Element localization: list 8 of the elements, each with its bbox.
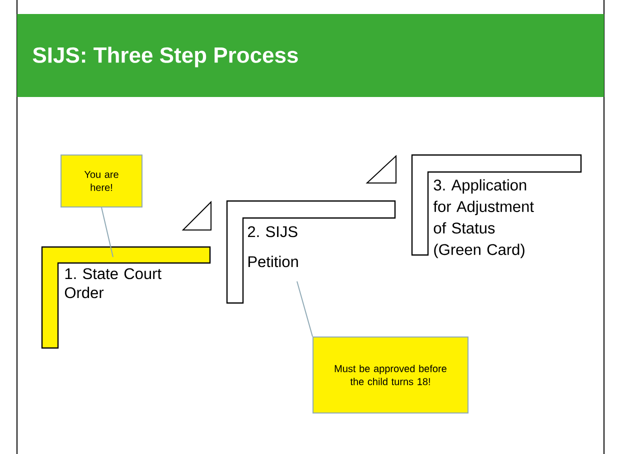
callout-box: Must be approved before the child turns 18! (312, 336, 468, 414)
step-box: 3. Application for Adjustment of Status (Green Card) (411, 154, 582, 258)
leader-line (296, 280, 313, 337)
callout-box: You are here! (60, 154, 142, 208)
step-box: 2. SIJS Petition (226, 200, 396, 304)
title: SIJS: Three Step Process (32, 46, 298, 68)
step-box: 1. State Court Order (41, 246, 211, 349)
leader-line (101, 207, 114, 258)
